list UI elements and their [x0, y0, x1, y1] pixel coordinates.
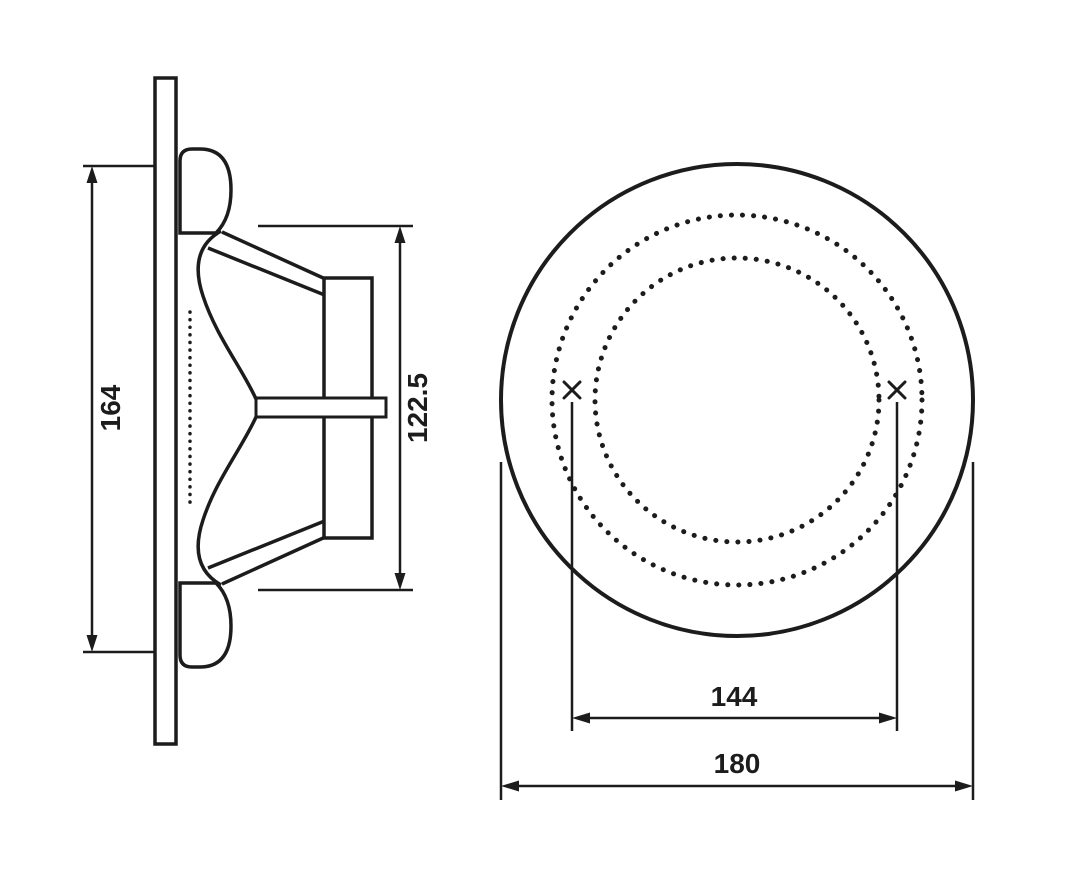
cross-stroke	[562, 380, 582, 400]
surround-gasket-top	[178, 147, 233, 235]
pole-vent-bar	[254, 396, 388, 419]
arrow-left-icon	[501, 780, 519, 792]
dimension-hole-spacing: 144	[570, 402, 899, 731]
arrow-right-icon	[955, 780, 973, 792]
dimension-basket-height: 122.5	[258, 224, 433, 592]
arrow-down-icon	[86, 635, 98, 652]
basket-frame-line-top-outer	[221, 230, 333, 284]
basket-frame-line-bottom-outer	[221, 532, 333, 586]
arrow-down-icon	[394, 573, 406, 590]
mounting-hole-cross-icon-right	[887, 380, 907, 400]
cutout-dotted-circle	[549, 212, 925, 588]
arrow-up-icon	[394, 226, 406, 243]
speaker-flange-outline	[153, 76, 178, 746]
side-view: 164 122.5	[83, 76, 433, 746]
surround-gasket-bottom	[178, 581, 233, 669]
front-view: 144 180	[499, 162, 975, 800]
dim-label-144: 144	[711, 681, 758, 712]
arrow-up-icon	[86, 166, 98, 183]
dim-label-122-5: 122.5	[402, 373, 433, 443]
speaker-outer-circle	[499, 162, 975, 638]
dim-label-164: 164	[95, 384, 126, 431]
cross-stroke	[887, 380, 907, 400]
arrow-left-icon	[572, 712, 590, 724]
mounting-hole-cross-icon-left	[562, 380, 582, 400]
dimension-cutout-diameter: 180	[499, 462, 975, 800]
cone-profile-curve-top	[196, 229, 258, 400]
basket-frame-line-bottom-inner	[207, 516, 333, 570]
basket-frame-line-top-inner	[207, 246, 333, 300]
inner-dotted-circle	[592, 255, 882, 545]
cone-profile-curve-bottom	[196, 416, 258, 587]
dim-label-180: 180	[714, 748, 761, 779]
dimension-overall-height: 164	[83, 164, 155, 654]
arrow-right-icon	[879, 712, 897, 724]
